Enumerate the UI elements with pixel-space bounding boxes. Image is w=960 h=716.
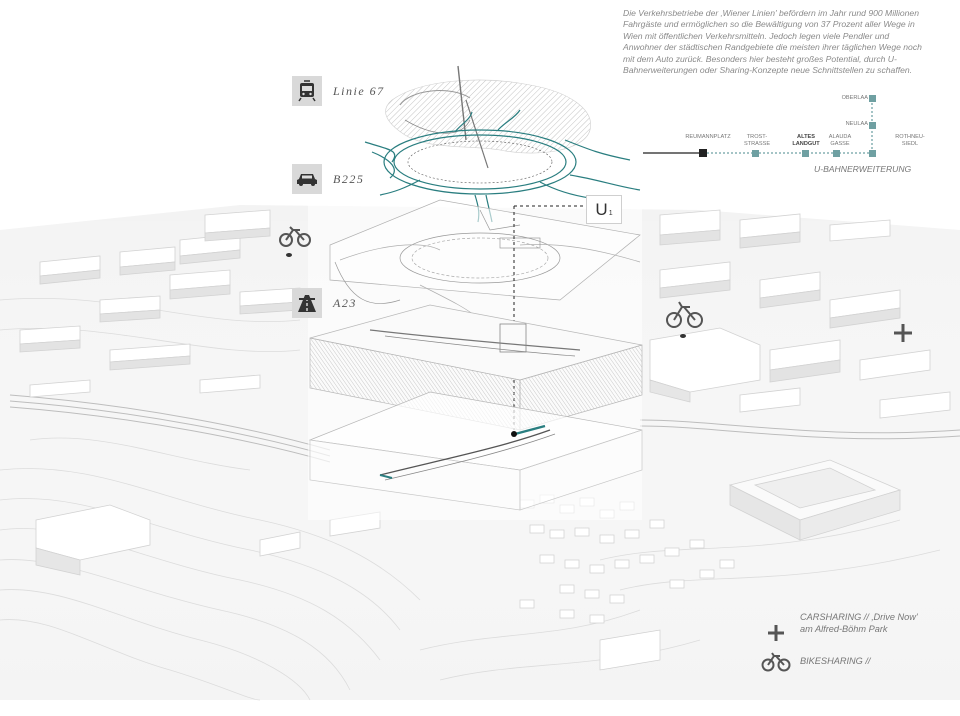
bicycle-marker (286, 253, 292, 257)
layer-ground (329, 199, 641, 321)
car-icon (292, 164, 322, 194)
station-reumannplatz: REUMANNPLATZ (685, 134, 731, 140)
station-troststrasse: TROST- STRASSE (743, 134, 771, 147)
mode-motorway: A23 (292, 288, 357, 318)
carsharing-map-icon (894, 324, 912, 342)
station-neulaa: NEULAA (845, 121, 868, 127)
mode-car-label: B225 (333, 171, 365, 186)
ubahn-extension-diagram (643, 95, 876, 157)
bicycle-icon (279, 226, 311, 247)
intro-text: Die Verkehrsbetriebe der ‚Wiener Linien'… (623, 8, 928, 76)
layer-tunnel (308, 391, 643, 511)
mode-bicycle (278, 226, 312, 250)
buildings-right (649, 209, 951, 541)
bikesharing-map-icon (666, 301, 703, 328)
mode-motorway-label: A23 (333, 295, 357, 310)
mode-car: B225 (292, 164, 364, 194)
station-altes-landgut: ALTES LANDGUT (792, 134, 820, 147)
bicycle-icon (760, 652, 792, 672)
legend-carsharing-text: CARSHARING // ‚Drive Now' am Alfred-Böhm… (800, 612, 918, 634)
tram-icon (292, 76, 322, 106)
plus-icon (760, 612, 792, 642)
legend-carsharing: CARSHARING // ‚Drive Now' am Alfred-Böhm… (760, 612, 930, 642)
station-oberlaa: OBERLAA (841, 95, 868, 101)
buildings-left (19, 209, 381, 576)
subway-badge-letter: U (595, 199, 608, 219)
legend-bikesharing-text: BIKESHARING // (800, 656, 871, 666)
railway (9, 394, 960, 463)
legend: CARSHARING // ‚Drive Now' am Alfred-Böhm… (760, 612, 930, 682)
mode-tram-label: Linie 67 (333, 83, 385, 98)
extension-label: U-BAHNERWEITERUNG (814, 164, 912, 174)
subway-badge-line: 1 (608, 209, 613, 217)
intro-paragraph: Die Verkehrsbetriebe der ‚Wiener Linien'… (623, 8, 922, 76)
layer-slab (309, 304, 643, 431)
layer-streets (364, 65, 641, 223)
motorway-icon (292, 288, 322, 318)
station-alauda-gasse: ALAUDA GASSE (828, 134, 852, 147)
legend-bikesharing: BIKESHARING // (760, 652, 930, 672)
mode-tram: Linie 67 (292, 76, 385, 106)
station-rothneusiedl: ROTHNEU- SIEDL (895, 134, 925, 147)
